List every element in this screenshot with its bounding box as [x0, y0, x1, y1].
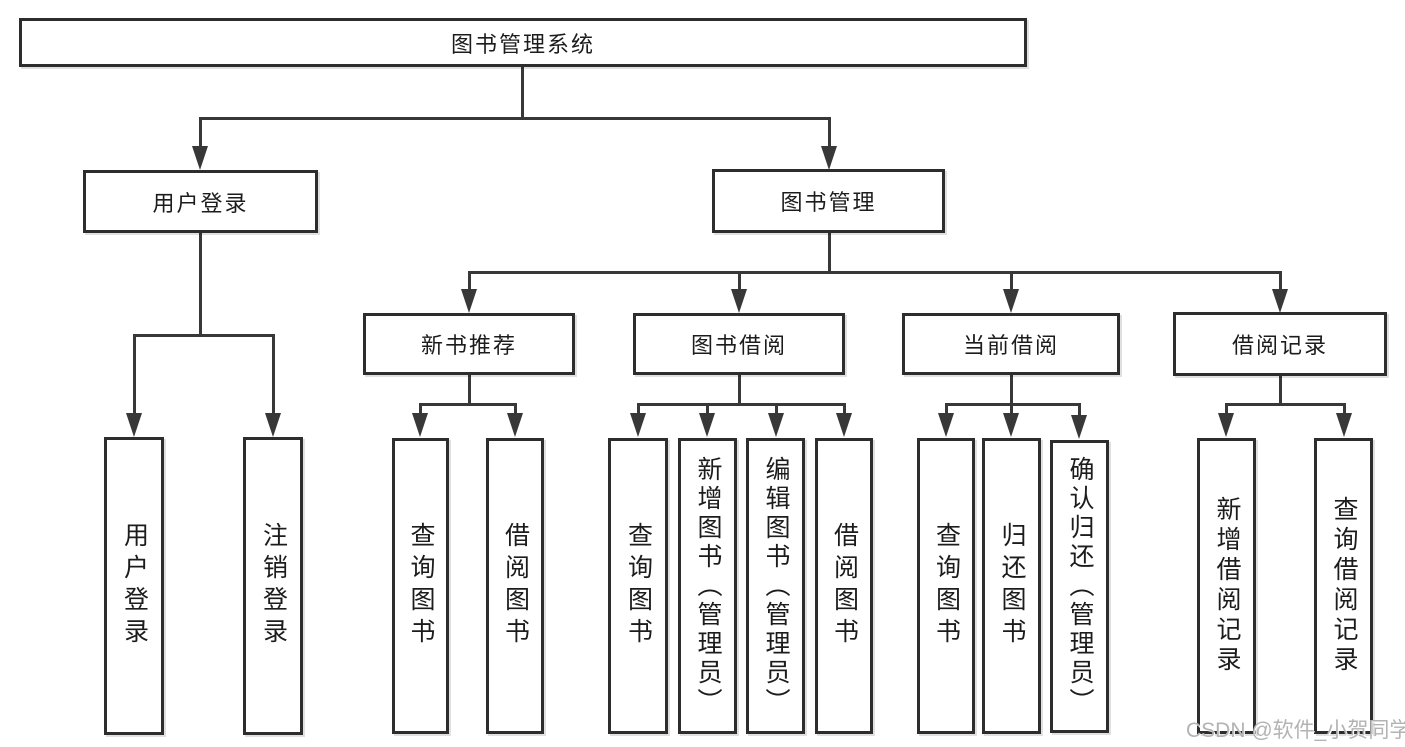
connector-line	[828, 117, 831, 150]
node-label: 借阅图书	[501, 522, 530, 650]
connector-line	[419, 403, 517, 406]
node-current-borrowing: 当前借阅	[902, 313, 1120, 375]
node-label: 用户登录	[152, 190, 249, 216]
arrow-down-icon	[699, 413, 715, 437]
node-label: 查询图书	[624, 522, 653, 650]
leaf-borrow-books: 借阅图书	[486, 438, 544, 734]
node-label: 用户登录	[120, 522, 149, 650]
arrow-down-icon	[938, 413, 954, 437]
leaf-query-books: 查询图书	[917, 438, 975, 734]
node-label: 查询图书	[932, 522, 961, 650]
leaf-query-books: 查询图书	[608, 438, 668, 734]
arrow-down-icon	[1272, 289, 1288, 313]
arrow-down-icon	[192, 146, 208, 170]
arrow-down-icon	[821, 146, 837, 170]
node-label: 图书管理系统	[450, 31, 595, 57]
leaf-logout: 注销登录	[243, 437, 303, 735]
arrow-down-icon	[507, 413, 523, 437]
watermark: CSDN @软件_小贺同学	[1186, 719, 1405, 742]
arrow-down-icon	[126, 413, 142, 437]
node-label: 编辑图书（管理员）	[762, 455, 790, 717]
connector-line	[1343, 403, 1346, 417]
arrow-down-icon	[412, 413, 428, 437]
connector-line	[775, 403, 778, 417]
connector-line	[1279, 375, 1282, 406]
connector-line	[1225, 403, 1345, 406]
node-label: 查询图书	[407, 522, 435, 650]
arrow-down-icon	[461, 289, 477, 313]
node-label: 借阅图书	[830, 522, 859, 650]
connector-line	[521, 66, 524, 120]
arrow-down-icon	[265, 413, 281, 437]
arrow-down-icon	[1003, 289, 1019, 313]
connector-line	[419, 403, 422, 417]
node-book-management: 图书管理	[712, 169, 945, 233]
node-book-borrowing: 图书借阅	[633, 313, 845, 375]
connector-line	[199, 117, 202, 150]
node-user-login: 用户登录	[83, 170, 318, 233]
connector-line	[1279, 271, 1282, 293]
connector-line	[828, 231, 831, 274]
connector-line	[272, 334, 275, 416]
leaf-query-borrow-record: 查询借阅记录	[1314, 438, 1373, 734]
node-label: 注销登录	[259, 522, 288, 650]
node-borrowing-records: 借阅记录	[1173, 312, 1387, 376]
connector-line	[637, 403, 845, 406]
connector-line	[637, 403, 640, 417]
arrow-down-icon	[1218, 413, 1234, 437]
connector-line	[1225, 403, 1228, 417]
connector-line	[1010, 374, 1013, 406]
node-label: 新增图书（管理员）	[694, 455, 722, 717]
leaf-borrow-books: 借阅图书	[815, 438, 873, 734]
node-label: 新增借阅记录	[1213, 496, 1241, 676]
node-label: 归还图书	[998, 522, 1026, 650]
arrow-down-icon	[768, 413, 784, 437]
leaf-add-borrow-record: 新增借阅记录	[1197, 438, 1256, 734]
connector-line	[468, 271, 471, 293]
arrow-down-icon	[1003, 413, 1019, 437]
node-label: 借阅记录	[1231, 333, 1328, 358]
connector-line	[1010, 403, 1013, 417]
connector-line	[468, 271, 1282, 274]
arrow-down-icon	[630, 413, 646, 437]
connector-line	[199, 117, 831, 120]
connector-line	[514, 403, 517, 417]
arrow-down-icon	[1071, 415, 1087, 439]
node-label: 图书借阅	[690, 333, 787, 358]
leaf-query-books: 查询图书	[392, 438, 449, 734]
connector-line	[738, 271, 741, 293]
node-label: 查询借阅记录	[1330, 496, 1358, 676]
node-new-book-recommend: 新书推荐	[363, 313, 575, 375]
connector-line	[133, 334, 136, 416]
connector-line	[843, 403, 846, 417]
connector-line	[468, 374, 471, 406]
leaf-edit-books-admin: 编辑图书（管理员）	[746, 438, 805, 734]
arrow-down-icon	[836, 413, 852, 437]
connector-line	[133, 334, 275, 337]
leaf-return-books: 归还图书	[982, 438, 1041, 734]
node-label: 确认归还（管理员）	[1066, 456, 1094, 717]
arrow-down-icon	[731, 289, 747, 313]
leaf-add-books-admin: 新增图书（管理员）	[678, 438, 737, 734]
node-label: 新书推荐	[420, 333, 517, 358]
connector-line	[738, 374, 741, 406]
node-label: 图书管理	[780, 190, 877, 215]
arrow-down-icon	[1336, 413, 1352, 437]
leaf-user-login: 用户登录	[104, 437, 164, 735]
connector-line	[199, 231, 202, 337]
connector-line	[1010, 271, 1013, 293]
connector-line	[945, 403, 948, 417]
connector-line	[706, 403, 709, 417]
connector-line	[945, 403, 1081, 406]
node-system-root: 图书管理系统	[19, 18, 1027, 67]
node-label: 当前借阅	[962, 333, 1059, 358]
connector-line	[1078, 403, 1081, 417]
leaf-confirm-return-admin: 确认归还（管理员）	[1050, 440, 1109, 733]
